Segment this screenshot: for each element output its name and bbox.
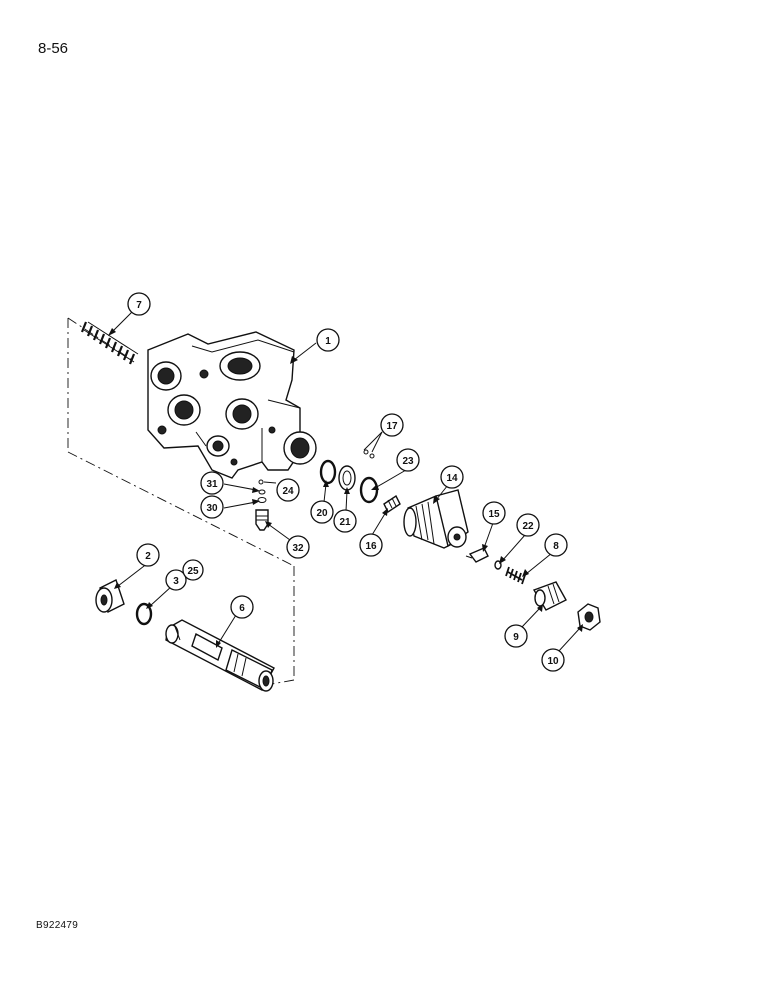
relief-valve-14 bbox=[403, 489, 469, 549]
callout-label: 14 bbox=[446, 473, 458, 484]
callout-7: 7 bbox=[127, 292, 151, 316]
callout-label: 1 bbox=[325, 336, 331, 347]
callout-9: 9 bbox=[504, 624, 528, 648]
callout-14: 14 bbox=[440, 465, 464, 489]
callout-label: 22 bbox=[522, 521, 534, 532]
callout-label: 25 bbox=[187, 566, 199, 577]
callout-label: 10 bbox=[547, 656, 559, 667]
callout-label: 3 bbox=[173, 576, 179, 587]
spring-part bbox=[80, 321, 139, 365]
callout-label: 23 bbox=[402, 456, 414, 467]
callout-21: 21 bbox=[333, 509, 357, 533]
callout-label: 7 bbox=[136, 300, 142, 311]
o-ring-3 bbox=[135, 602, 153, 626]
callout-label: 31 bbox=[206, 479, 218, 490]
callout-23: 23 bbox=[396, 448, 420, 472]
callout-label: 32 bbox=[292, 543, 304, 554]
callout-label: 17 bbox=[386, 421, 398, 432]
callout-6: 6 bbox=[230, 595, 254, 619]
callout-label: 2 bbox=[145, 551, 151, 562]
leader-lines bbox=[108, 309, 583, 653]
nut-10 bbox=[577, 603, 601, 631]
callout-label: 30 bbox=[206, 503, 218, 514]
check-valve-parts bbox=[255, 479, 269, 531]
valve-body-part bbox=[147, 331, 317, 479]
callout-31: 31 bbox=[200, 471, 224, 495]
callout-label: 20 bbox=[316, 508, 328, 519]
o-ring-20 bbox=[319, 459, 337, 485]
callout-24: 24 bbox=[276, 478, 300, 502]
callout-label: 24 bbox=[282, 486, 294, 497]
page-number: 8-56 bbox=[38, 40, 69, 57]
spring-8 bbox=[505, 566, 526, 585]
callout-3: 3 bbox=[165, 569, 187, 591]
callout-label: 21 bbox=[339, 517, 351, 528]
poppet-15 bbox=[465, 547, 489, 563]
backup-ring-21 bbox=[338, 465, 356, 491]
callout-8: 8 bbox=[544, 533, 568, 557]
callout-25: 25 bbox=[182, 559, 204, 581]
callout-10: 10 bbox=[541, 648, 565, 672]
callout-17: 17 bbox=[380, 413, 404, 437]
callout-16: 16 bbox=[359, 533, 383, 557]
callout-30: 30 bbox=[200, 495, 224, 519]
callout-1: 1 bbox=[316, 328, 340, 352]
callout-label: 9 bbox=[513, 632, 519, 643]
callout-label: 15 bbox=[488, 509, 500, 520]
adjusting-screw-9 bbox=[532, 581, 567, 611]
callout-20: 20 bbox=[310, 500, 334, 524]
callout-15: 15 bbox=[482, 501, 506, 525]
plug-2 bbox=[95, 579, 125, 613]
reference-code: B922479 bbox=[36, 920, 79, 931]
spool-6 bbox=[165, 619, 275, 692]
callout-label: 6 bbox=[239, 603, 245, 614]
callout-label: 8 bbox=[553, 541, 559, 552]
callout-2: 2 bbox=[136, 543, 160, 567]
callout-22: 22 bbox=[516, 513, 540, 537]
callout-32: 32 bbox=[286, 535, 310, 559]
callout-label: 16 bbox=[365, 541, 377, 552]
ball-parts bbox=[363, 449, 375, 459]
